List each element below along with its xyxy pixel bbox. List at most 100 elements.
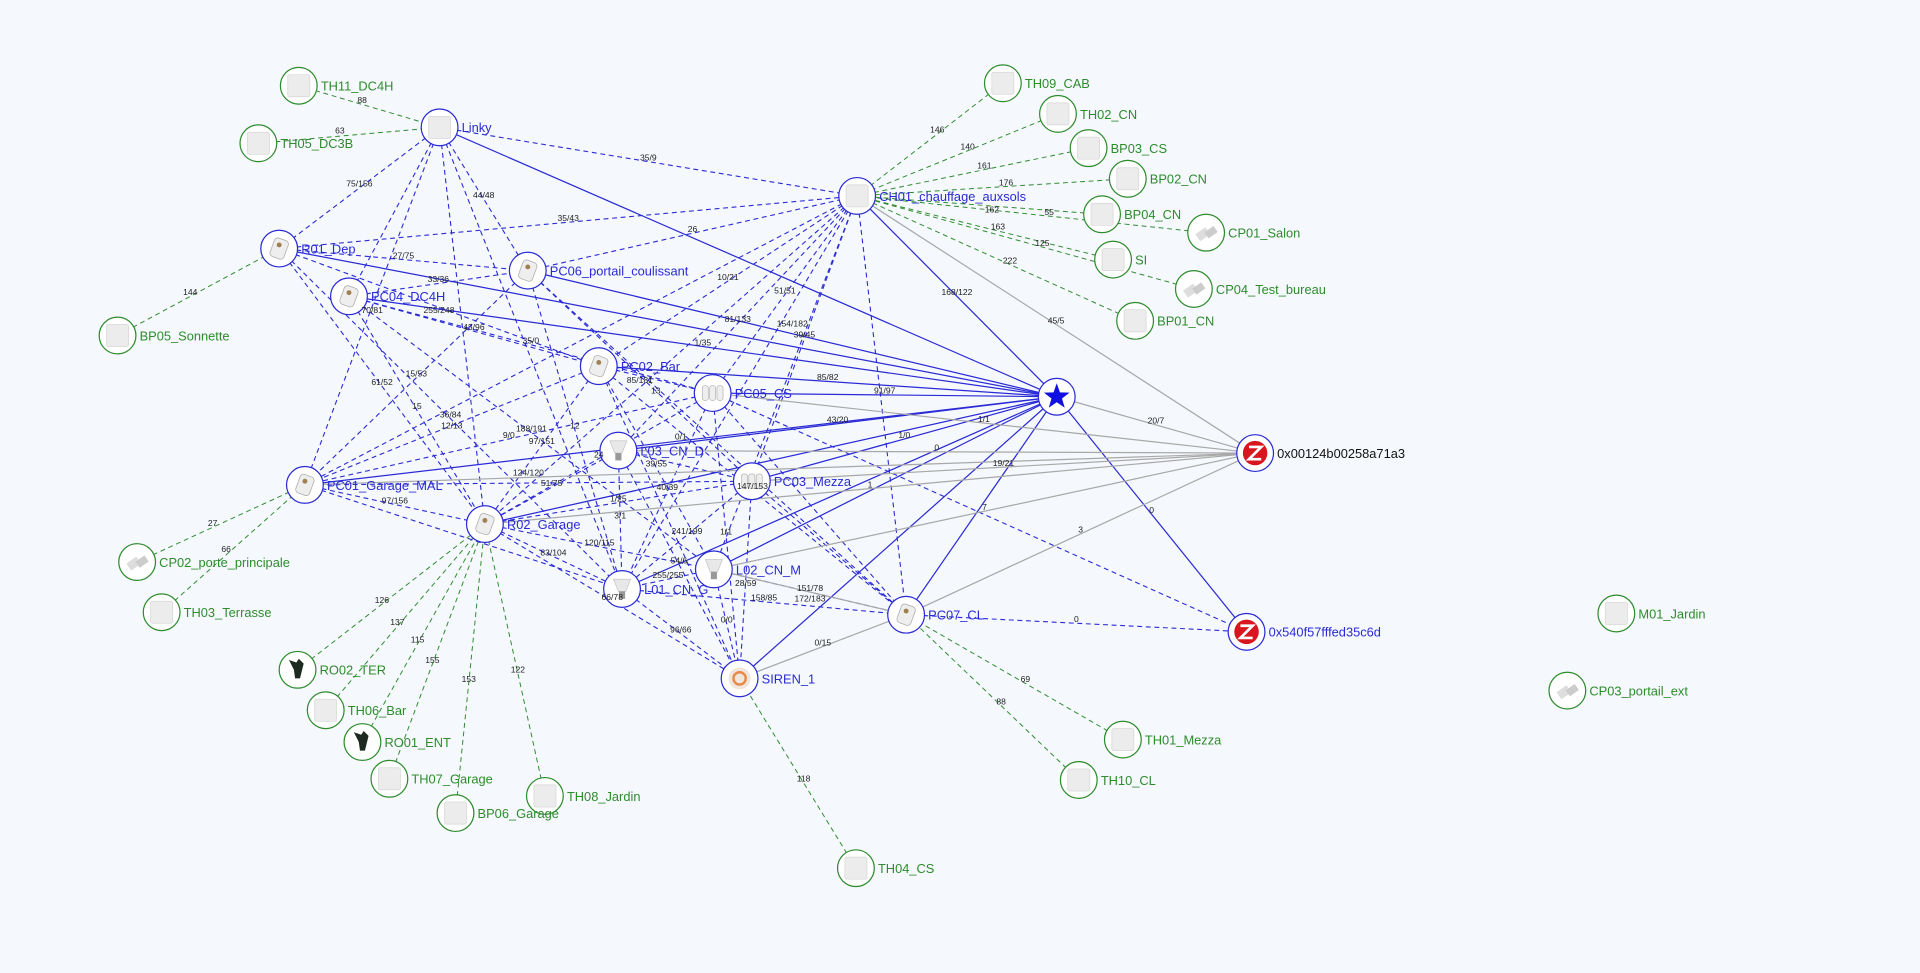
link-gray <box>713 568 907 616</box>
node-end[interactable] <box>279 66 318 105</box>
link-quality-label: 54/6 <box>671 555 688 565</box>
node-router[interactable] <box>603 570 642 608</box>
node-router[interactable] <box>693 374 732 413</box>
link-quality-label: 28/59 <box>735 578 757 588</box>
link-router <box>621 588 907 616</box>
link-line <box>484 195 858 525</box>
node-end[interactable] <box>1174 270 1213 308</box>
link-line <box>484 396 1057 525</box>
link-line <box>857 195 1114 261</box>
node-router[interactable] <box>694 550 733 589</box>
link-router <box>278 126 440 250</box>
link-line <box>439 127 529 271</box>
node-end[interactable] <box>836 849 875 888</box>
link-end <box>298 85 440 128</box>
node-router[interactable] <box>260 229 299 268</box>
node-router[interactable] <box>887 595 926 634</box>
node-label: TH09_CAB <box>1025 76 1090 91</box>
link-line <box>439 127 486 525</box>
node-end[interactable] <box>1069 129 1108 168</box>
node-end[interactable] <box>1103 720 1142 759</box>
link-line <box>439 127 623 590</box>
link-quality-label: 158/85 <box>751 593 777 603</box>
link-end <box>905 614 1080 781</box>
link-line <box>484 480 752 525</box>
node-end[interactable] <box>98 316 137 355</box>
node-label: R02_Garage <box>507 517 581 532</box>
node-end[interactable] <box>436 794 475 833</box>
link-line <box>905 396 1058 616</box>
node-router[interactable] <box>579 347 618 386</box>
node-end[interactable] <box>1059 761 1098 799</box>
node-external[interactable] <box>1236 434 1275 473</box>
link-gray <box>712 392 1256 454</box>
node-label: L03_CN_D <box>640 444 704 459</box>
link-router <box>712 392 907 616</box>
node-end[interactable] <box>1083 195 1122 234</box>
node-end[interactable] <box>343 723 382 762</box>
node-coordinator[interactable] <box>1037 377 1076 416</box>
link-line <box>297 523 486 671</box>
node-router[interactable] <box>285 465 324 504</box>
link-line <box>348 295 715 570</box>
link-router <box>617 195 858 451</box>
node-end[interactable] <box>983 64 1022 103</box>
node-router[interactable] <box>732 462 771 501</box>
link-line <box>618 450 1256 454</box>
link-line <box>856 195 1256 454</box>
node-end[interactable] <box>142 593 181 632</box>
node-end[interactable] <box>278 650 317 689</box>
siren-icon <box>728 667 751 690</box>
link-quality-label: 51/75 <box>541 478 563 488</box>
link-router <box>527 195 858 272</box>
node-router[interactable] <box>720 659 759 698</box>
node-end[interactable] <box>1187 213 1226 252</box>
node-end[interactable] <box>1597 594 1636 633</box>
link-coord <box>484 396 1057 525</box>
node-end[interactable] <box>1038 94 1077 133</box>
node-end[interactable] <box>1548 671 1587 710</box>
node-label: RO01_ENT <box>384 735 451 750</box>
node-label: PC07_CL <box>928 608 984 623</box>
link-line <box>527 270 1057 398</box>
node-end[interactable] <box>525 776 564 815</box>
link-line <box>713 568 907 616</box>
link-quality-label: 75/156 <box>346 179 372 189</box>
node-router[interactable] <box>330 277 368 316</box>
node-external_router[interactable] <box>1227 612 1266 651</box>
link-line <box>739 481 753 679</box>
node-router[interactable] <box>838 176 877 215</box>
link-line <box>484 523 714 570</box>
node-label: BP06_Garage <box>478 806 559 821</box>
node-router[interactable] <box>420 108 459 147</box>
link-router <box>439 126 858 197</box>
node-label: L02_CN_M <box>736 562 801 577</box>
node-end[interactable] <box>1094 240 1133 279</box>
link-quality-label: 63 <box>335 125 345 135</box>
node-end[interactable] <box>370 759 409 798</box>
link-quality-label: 126 <box>375 595 390 605</box>
link-router <box>713 195 858 570</box>
sensor-icon <box>991 71 1015 95</box>
links-layer <box>117 82 1256 869</box>
node-router[interactable] <box>599 431 638 470</box>
link-router <box>278 248 486 525</box>
link-router <box>617 450 623 589</box>
node-router[interactable] <box>465 505 504 544</box>
link-router <box>598 365 713 394</box>
link-gray <box>856 195 1256 454</box>
link-quality-label: 255/248 <box>424 305 455 315</box>
link-quality-label: 88 <box>996 696 1006 706</box>
link-quality-label: 35/43 <box>557 213 579 223</box>
link-line <box>279 195 858 250</box>
node-end[interactable] <box>118 543 157 582</box>
node-end[interactable] <box>239 124 278 163</box>
plug-icon <box>589 355 609 378</box>
node-end[interactable] <box>1108 159 1147 198</box>
node-end[interactable] <box>1116 301 1155 340</box>
link-coord <box>1056 396 1248 633</box>
link-quality-label: 151/78 <box>797 583 823 593</box>
node-router[interactable] <box>508 251 547 290</box>
node-end[interactable] <box>306 691 345 730</box>
